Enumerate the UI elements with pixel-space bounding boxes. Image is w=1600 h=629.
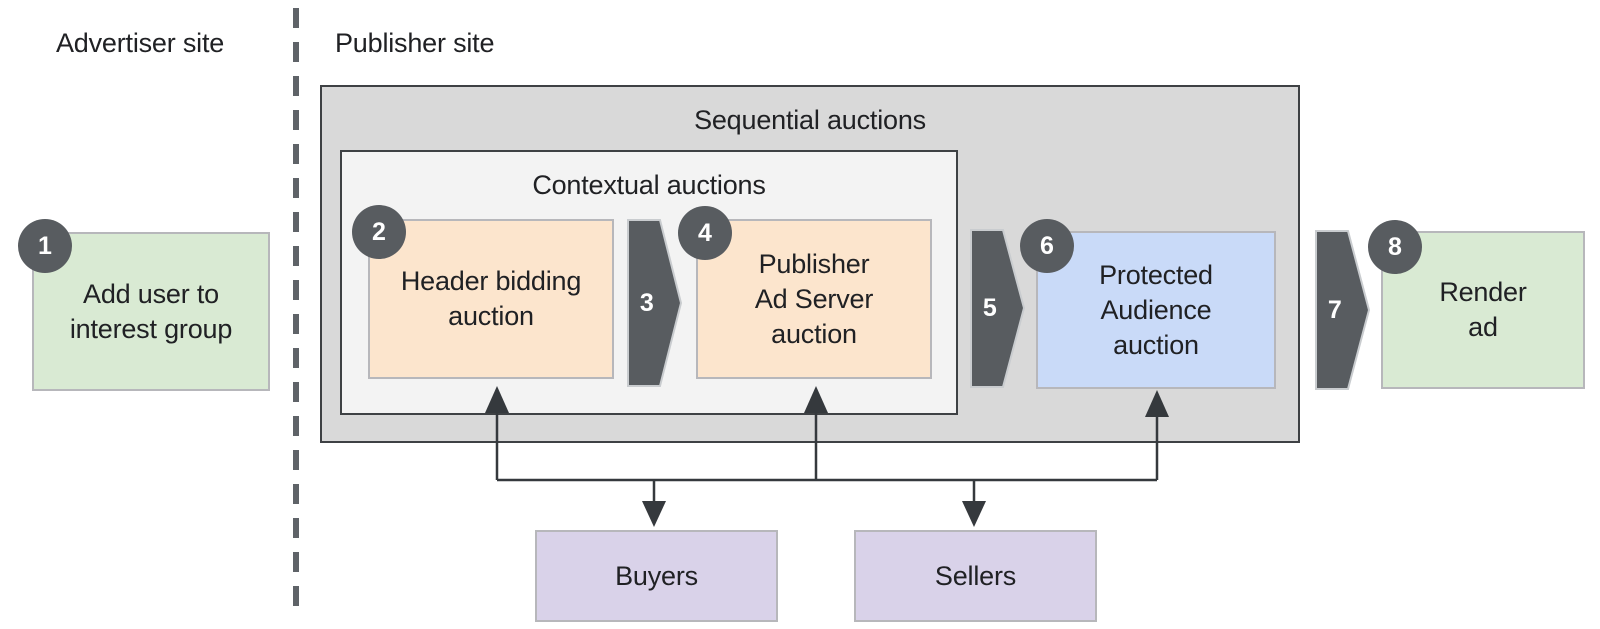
site-divider-dashed-line — [293, 8, 299, 620]
down-arrowhead-sellers — [962, 501, 986, 527]
sequential-auctions-title: Sequential auctions — [694, 105, 926, 135]
step8-badge: 8 — [1368, 220, 1422, 274]
step5-flow-arrow-icon: 5 — [970, 229, 1026, 388]
sellers-box: Sellers — [854, 530, 1097, 622]
step8-render-ad-box: Render ad — [1381, 231, 1585, 389]
box-label-line: interest group — [69, 313, 233, 344]
box-label-line: Publisher — [758, 248, 870, 279]
step3-number: 3 — [639, 288, 654, 317]
step1-badge: 1 — [18, 219, 72, 273]
step7-number: 7 — [1327, 295, 1342, 324]
buyers-label: Buyers — [615, 560, 698, 591]
step6-badge: 6 — [1020, 219, 1074, 273]
buyers-box: Buyers — [535, 530, 778, 622]
step4-publisher-ad-server-auction-box: Publisher Ad Server auction — [696, 219, 932, 379]
box-label-line: Ad Server — [754, 283, 874, 314]
step6-protected-audience-auction-box: Protected Audience auction — [1036, 231, 1276, 389]
step2-badge: 2 — [352, 205, 406, 259]
box-label-line: Header bidding — [400, 266, 582, 296]
box-label-line: Audience — [1100, 294, 1212, 325]
box-label-line: Protected — [1099, 259, 1213, 290]
step2-header-bidding-auction-box: Header bidding auction — [368, 219, 614, 379]
box-label-line: Add user to — [83, 278, 219, 309]
advertiser-site-label: Advertiser site — [56, 28, 225, 58]
publisher-site-label: Publisher site — [335, 28, 495, 58]
down-arrowhead-buyers — [642, 501, 666, 527]
step3-flow-arrow-icon: 3 — [627, 219, 683, 387]
step7-flow-arrow-icon: 7 — [1315, 230, 1371, 390]
box-label-line: ad — [1468, 312, 1498, 342]
step4-badge: 4 — [678, 206, 732, 260]
box-label-line: Render — [1439, 277, 1527, 307]
sellers-label: Sellers — [934, 560, 1017, 591]
step1-add-user-to-interest-group-box: Add user to interest group — [32, 232, 270, 391]
contextual-auctions-title: Contextual auctions — [532, 170, 766, 200]
box-label-line: auction — [448, 301, 534, 331]
box-label-line: auction — [771, 318, 857, 349]
step5-number: 5 — [982, 294, 997, 322]
box-label-line: auction — [1113, 329, 1199, 360]
